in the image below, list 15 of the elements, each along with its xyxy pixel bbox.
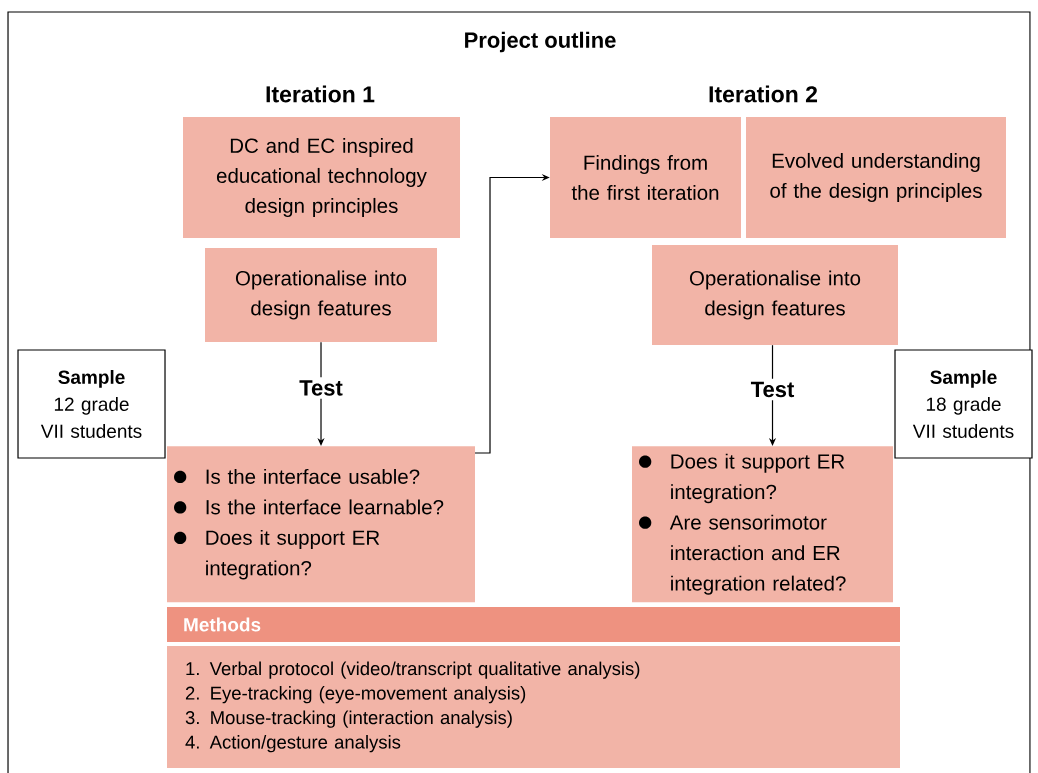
sample-box: Sample 12 grade VII students	[17, 349, 166, 459]
sample-box: Sample 18 grade VII students	[894, 349, 1033, 459]
question-box: Does it support ER integration? Are sensorimotor interaction and ER integration related?	[632, 446, 893, 603]
process-box: Operationalise into design features	[652, 245, 898, 345]
heading: Iteration 2	[709, 85, 818, 103]
title: Project outline	[465, 31, 616, 53]
header-bar: Methods	[167, 607, 900, 642]
edge-label: Test	[747, 378, 798, 401]
process-box: Operationalise into design features	[205, 248, 437, 342]
methods-box: 1. Verbal protocol (video/transcript qualitative analysis) 2. Eye-tracking (eye-movement analysis) 3. Mouse-tracking (interaction analysis) 4. Action/gesture analysis	[167, 646, 900, 768]
question-box: Is the interface usable? Is the interface learnable? Does it support ER integration?	[167, 446, 475, 603]
process-box: Evolved understanding of the design principles	[746, 117, 1006, 238]
edge-label: Test	[296, 377, 346, 399]
process-box: DC and EC inspired educational technology design principles	[183, 117, 460, 238]
process-box: Findings from the first iteration	[550, 117, 741, 238]
